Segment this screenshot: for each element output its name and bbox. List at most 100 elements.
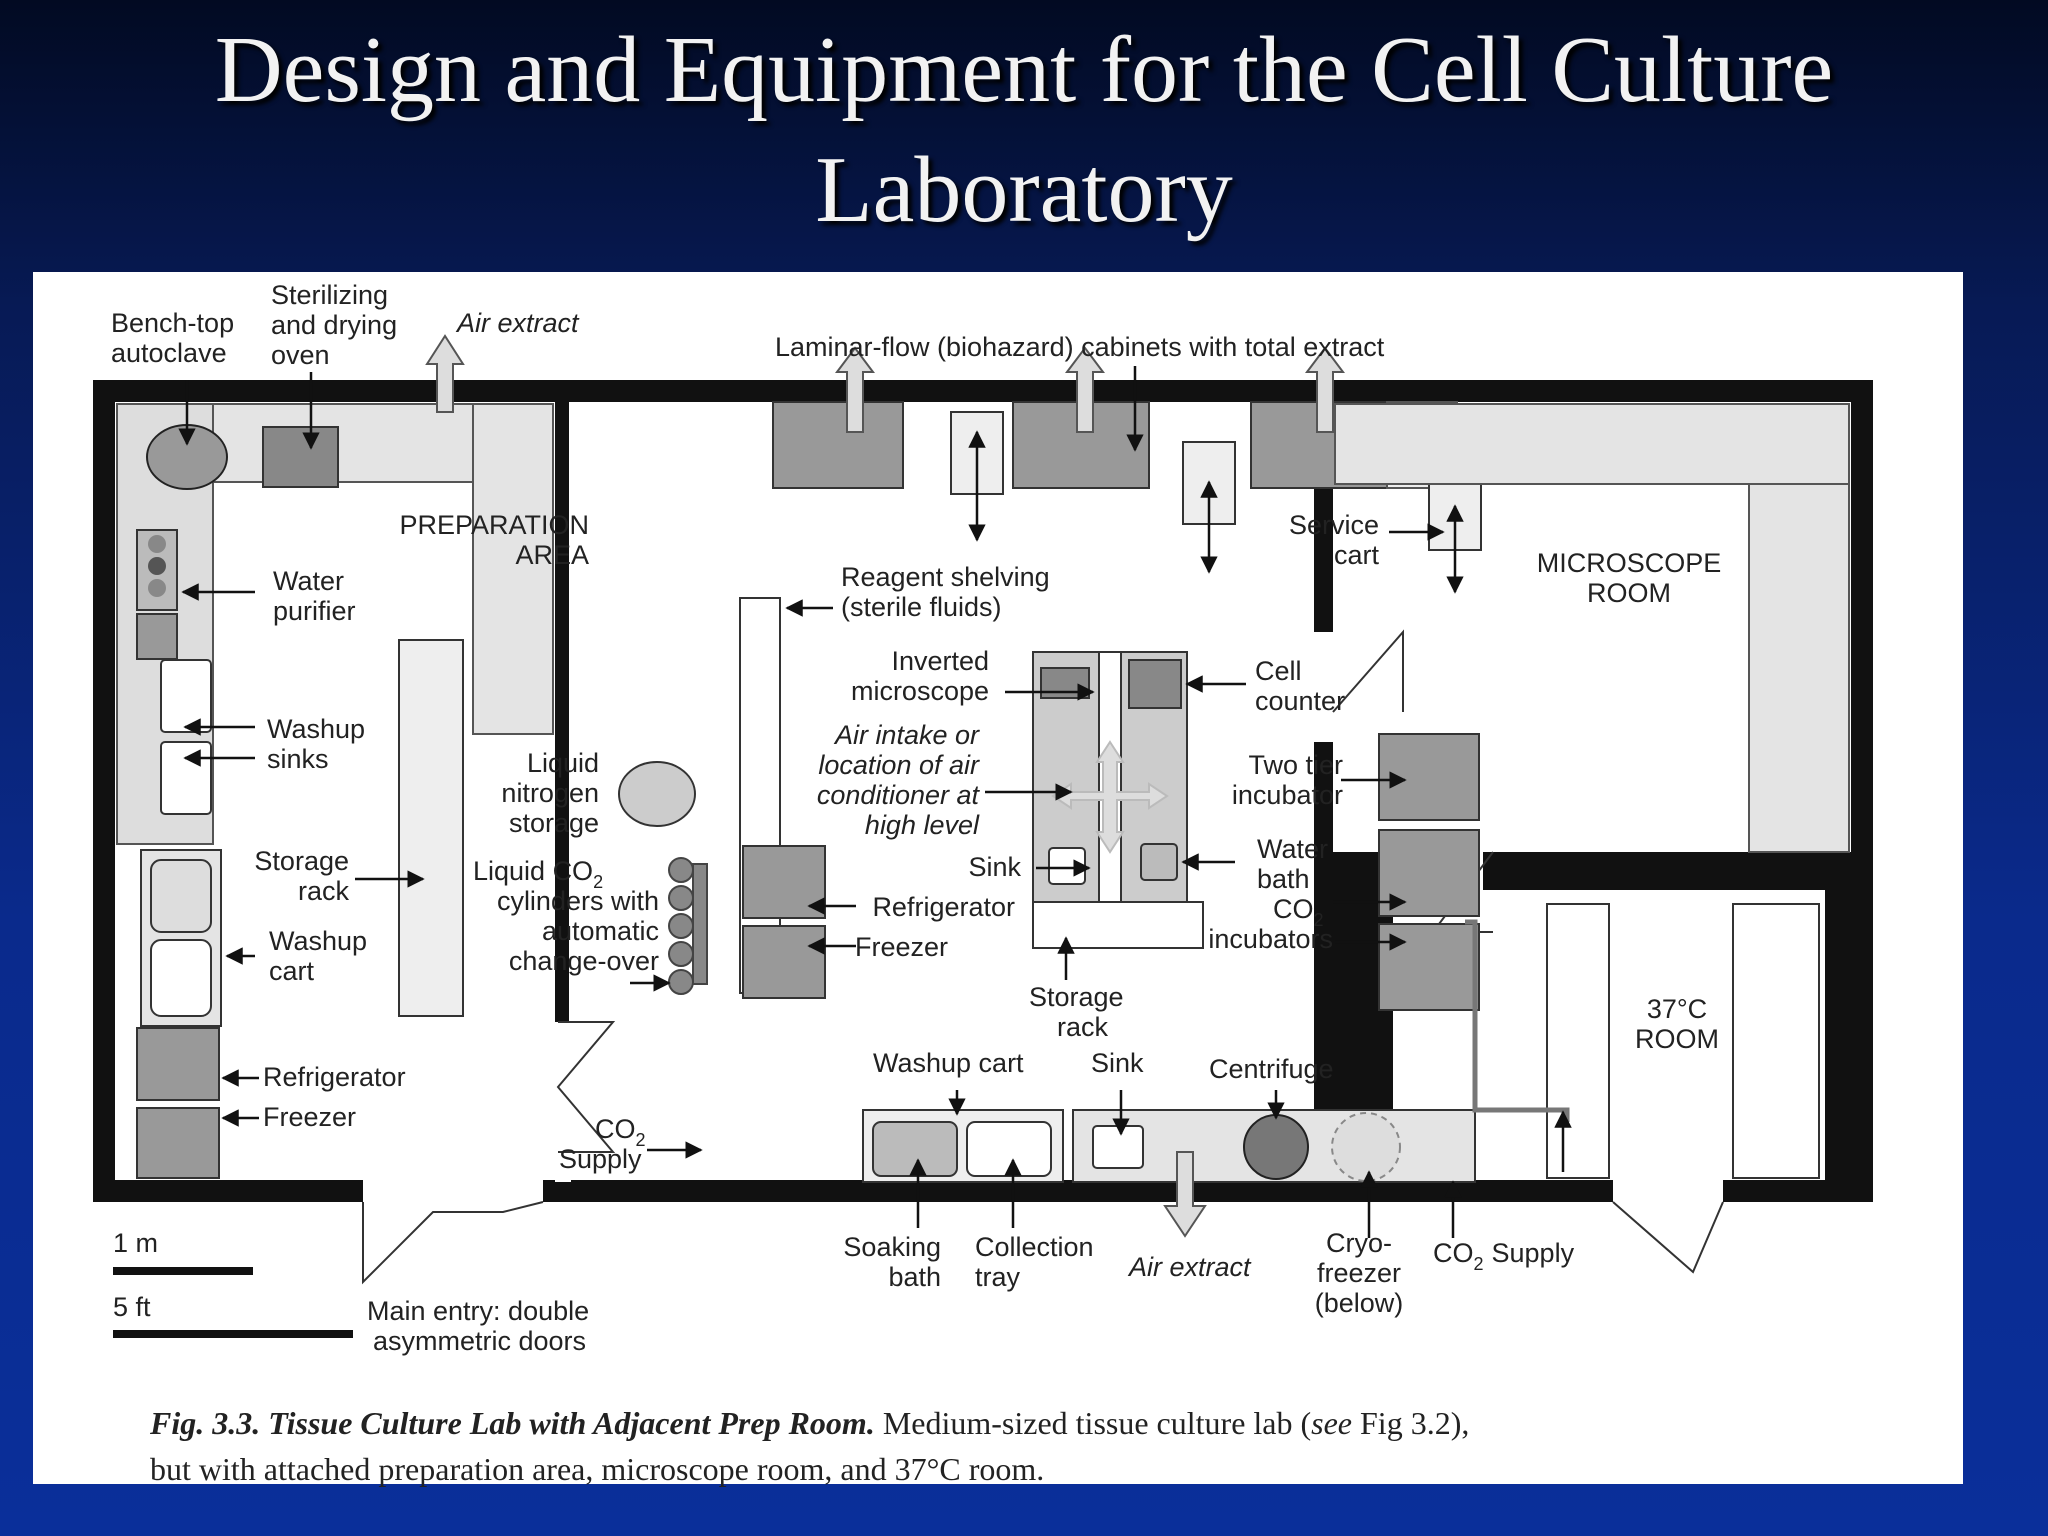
label-freezer-prep: Freezer <box>263 1102 356 1132</box>
washup-cart-bin-2 <box>150 939 212 1017</box>
label-storage-rack-prep-1: Storage <box>254 846 349 876</box>
label-washup-cart-prep-1: Washup <box>269 926 367 956</box>
label-co2-supply-prep-text: CO <box>595 1114 636 1144</box>
label-microscope-inv: microscope <box>851 676 989 706</box>
figure-caption: Fig. 3.3. Tissue Culture Lab with Adjace… <box>150 1400 1930 1492</box>
room-37-shelf-left <box>1546 903 1610 1179</box>
label-main-entry-2: asymmetric doors <box>373 1326 586 1356</box>
label-soaking: Soaking <box>843 1232 941 1262</box>
liquid-nitrogen-dewar <box>618 761 696 827</box>
prep-lab-door-gap <box>555 1022 571 1182</box>
label-washup-cart-prep-2: cart <box>269 956 315 986</box>
prep-top-counter <box>212 403 474 483</box>
label-storage-rack-lab-2: rack <box>1057 1012 1109 1042</box>
centrifuge-shape <box>1243 1114 1309 1180</box>
label-scale-1m: 1 m <box>113 1228 158 1258</box>
label-microscope: MICROSCOPE <box>1537 548 1722 578</box>
label-preparation: PREPARATION <box>399 510 589 540</box>
label-bath: bath <box>888 1262 941 1292</box>
washup-sink-1 <box>160 659 212 733</box>
label-air-extract-top: Air extract <box>455 308 580 338</box>
label-washup-cart-lab: Washup cart <box>873 1048 1024 1078</box>
air-extract-arrows <box>425 334 1345 1238</box>
label-sterile-fluids: (sterile fluids) <box>841 592 1002 622</box>
two-tier-incubator-shape <box>1378 733 1480 821</box>
label-liquid-co2-text: Liquid CO <box>473 856 593 886</box>
caption-text-2: Fig 3.2), <box>1352 1405 1470 1441</box>
label-freezer-cryo: freezer <box>1317 1258 1401 1288</box>
caption-line-2: but with attached preparation area, micr… <box>150 1451 1045 1487</box>
room-37-door-gap <box>1613 1178 1723 1204</box>
label-incubators: incubators <box>1208 924 1333 954</box>
label-centrifuge: Centrifuge <box>1209 1054 1334 1084</box>
label-supply-prep: Supply <box>559 1144 642 1174</box>
microscope-room-bench <box>1334 403 1850 485</box>
label-tray: tray <box>975 1262 1021 1292</box>
label-sink-centre: Sink <box>968 852 1021 882</box>
label-co2-incubators: CO2 <box>1273 894 1324 930</box>
label-air-intake-1: Air intake or <box>833 720 980 750</box>
caption-text-1: Medium-sized tissue culture lab ( <box>874 1405 1312 1441</box>
label-two-tier: Two tier <box>1248 750 1343 780</box>
label-collection: Collection <box>975 1232 1094 1262</box>
scale-bar-1m <box>113 1267 253 1275</box>
label-automatic: automatic <box>542 916 659 946</box>
freezer-lab-shape <box>742 925 826 999</box>
label-co2-incubators-sub: 2 <box>1314 910 1324 930</box>
cryo-freezer-shape <box>1331 1112 1401 1182</box>
caption-see: see <box>1311 1405 1352 1441</box>
microscope-door-gap <box>1313 632 1335 742</box>
label-co2-supply-bottom-word: Supply <box>1492 1238 1575 1268</box>
prep-right-shelving <box>472 403 554 735</box>
inverted-microscope-shape <box>1040 667 1090 699</box>
label-storage-rack-lab-1: Storage <box>1029 982 1124 1012</box>
label-autoclave: autoclave <box>111 338 227 368</box>
label-cell: Cell <box>1255 656 1302 686</box>
room-37-shelf-right <box>1732 903 1820 1179</box>
label-change-over: change-over <box>509 946 659 976</box>
label-37c: 37°C <box>1647 994 1707 1024</box>
soaking-bath-shape <box>872 1121 958 1177</box>
label-laminar-flow: Laminar-flow (biohazard) cabinets with t… <box>775 332 1385 362</box>
label-sterilizing: Sterilizing <box>271 280 388 310</box>
label-water: Water <box>273 566 344 596</box>
figure-panel: Bench-top autoclave Sterilizing and dryi… <box>33 272 1963 1487</box>
label-air-intake-4: high level <box>865 810 980 840</box>
label-37c-room: ROOM <box>1635 1024 1719 1054</box>
label-storage-rack-prep-2: rack <box>298 876 350 906</box>
label-purifier: purifier <box>273 596 356 626</box>
label-freezer-lab: Freezer <box>855 932 948 962</box>
storage-rack-prep-shape <box>398 639 464 1017</box>
slide-title-line-1: Design and Equipment for the Cell Cultur… <box>214 18 1834 122</box>
label-liquid-nitrogen-2: nitrogen <box>501 778 599 808</box>
label-liquid-co2: Liquid CO2 <box>473 856 603 892</box>
label-bench-top: Bench-top <box>111 308 234 338</box>
label-co2-supply-bottom-text: CO <box>1433 1238 1474 1268</box>
freezer-prep-shape <box>136 1107 220 1179</box>
co2-cylinders <box>668 857 708 995</box>
label-refrigerator-prep: Refrigerator <box>263 1062 406 1092</box>
label-washup-sinks-1: Washup <box>267 714 365 744</box>
microscope-room-side-bench <box>1748 483 1850 853</box>
label-cylinders-with: cylinders with <box>497 886 659 916</box>
sink-centre-shape <box>1048 847 1086 885</box>
refrigerator-prep-shape <box>136 1027 220 1101</box>
floor-plan-diagram: Bench-top autoclave Sterilizing and dryi… <box>93 280 1873 1356</box>
double-arrows <box>968 430 1464 594</box>
slide-title: Design and Equipment for the Cell Cultur… <box>0 10 2048 250</box>
label-area: AREA <box>515 540 589 570</box>
leader-arrows <box>178 366 1572 1238</box>
sink-bottom-shape <box>1092 1125 1144 1169</box>
storage-rack-lab-shape <box>1032 901 1204 949</box>
scale-bar-5ft <box>113 1330 353 1338</box>
label-sink-bottom: Sink <box>1091 1048 1144 1078</box>
washup-cart-bin-1 <box>150 859 212 933</box>
washup-sink-2 <box>160 741 212 815</box>
label-air-extract-bottom: Air extract <box>1127 1252 1252 1282</box>
label-air-intake-2: location of air <box>818 750 980 780</box>
co2-incubator-2-shape <box>1378 923 1480 1011</box>
label-below: (below) <box>1315 1288 1404 1318</box>
label-liquid-nitrogen-3: storage <box>509 808 599 838</box>
label-inverted: Inverted <box>891 646 989 676</box>
